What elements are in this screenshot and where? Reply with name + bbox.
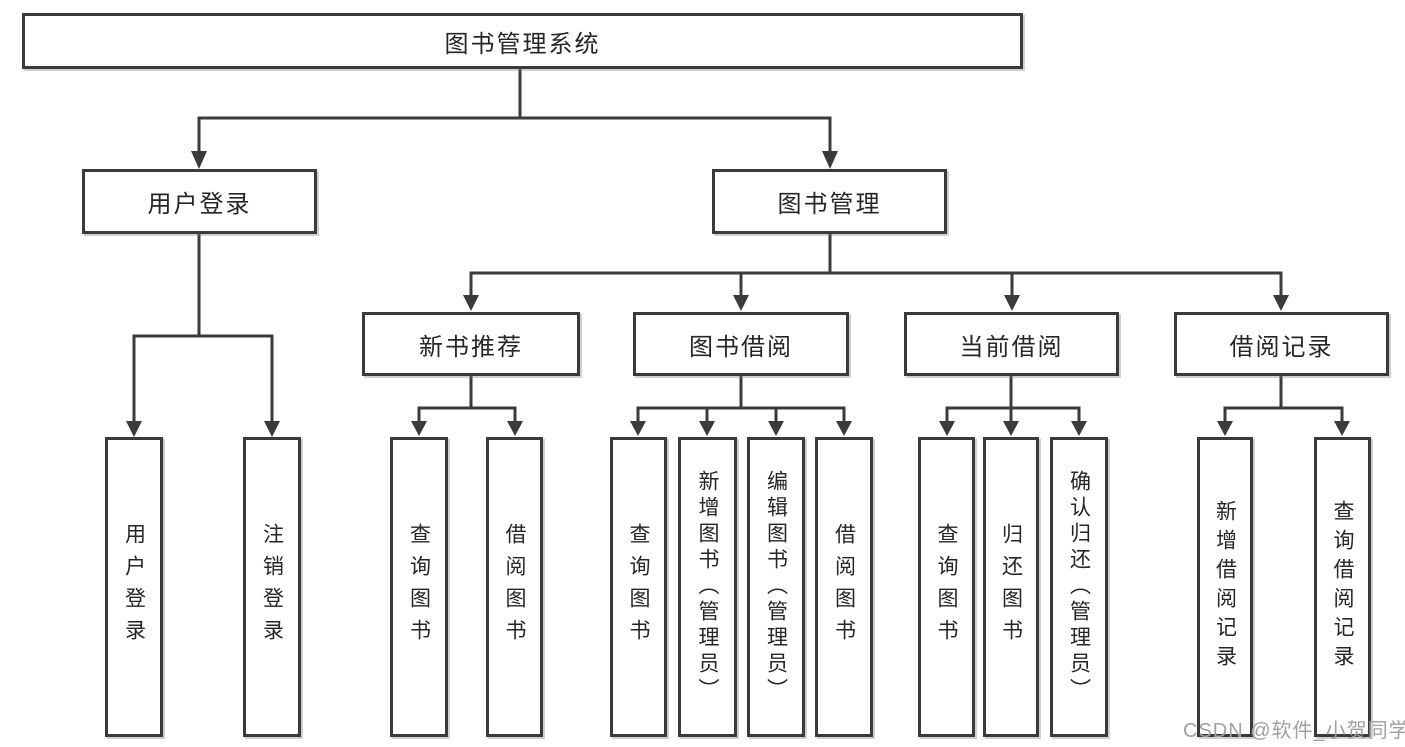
leaf-borrow-books-recommend-label: 借阅图书: [503, 523, 526, 651]
leaf-borrow-books-recommend: 借阅图书: [486, 437, 543, 737]
watermark-text: CSDN @软件_小贺同学: [1183, 720, 1405, 742]
leaf-edit-books-admin: 编辑图书（管理员）: [747, 437, 805, 737]
leaf-query-books-recommend-label: 查询图书: [407, 523, 431, 651]
node-book-management-label: 图书管理: [777, 191, 882, 218]
node-book-management: 图书管理: [712, 169, 947, 234]
node-user-login-label: 用户登录: [147, 191, 252, 218]
leaf-query-borrow-record-label: 查询借阅记录: [1331, 500, 1354, 674]
node-book-borrow: 图书借阅: [633, 312, 849, 376]
node-new-book-recommend: 新书推荐: [362, 312, 580, 376]
leaf-borrow-books-borrow-label: 借阅图书: [832, 523, 856, 651]
node-current-borrow: 当前借阅: [904, 312, 1119, 376]
branch-book-management: [463, 233, 1289, 311]
leaf-user-login: 用户登录: [105, 437, 163, 737]
leaf-query-books-borrow-label: 查询图书: [627, 523, 650, 651]
leaf-query-books-recommend: 查询图书: [390, 437, 448, 737]
leaf-confirm-return-admin: 确认归还（管理员）: [1050, 437, 1108, 737]
node-borrow-records-label: 借阅记录: [1229, 333, 1334, 361]
branch-new-book-recommend: [411, 375, 523, 436]
node-new-book-recommend-label: 新书推荐: [419, 333, 523, 361]
node-root: 图书管理系统: [22, 13, 1023, 69]
leaf-add-borrow-record: 新增借阅记录: [1197, 437, 1253, 737]
leaf-logout-label: 注销登录: [260, 523, 284, 651]
branch-current-borrow: [939, 375, 1087, 436]
leaf-add-borrow-record-label: 新增借阅记录: [1213, 500, 1237, 674]
leaf-return-books: 归还图书: [983, 437, 1039, 737]
leaf-logout: 注销登录: [243, 437, 301, 737]
leaf-user-login-label: 用户登录: [122, 523, 146, 651]
node-current-borrow-label: 当前借阅: [959, 333, 1064, 361]
leaf-add-books-admin-label: 新增图书（管理员）: [696, 470, 719, 704]
node-book-borrow-label: 图书借阅: [689, 333, 793, 361]
leaf-borrow-books-borrow: 借阅图书: [815, 437, 873, 737]
node-borrow-records: 借阅记录: [1174, 312, 1389, 376]
leaf-query-borrow-record: 查询借阅记录: [1314, 437, 1371, 737]
leaf-edit-books-admin-label: 编辑图书（管理员）: [764, 470, 788, 704]
leaf-confirm-return-admin-label: 确认归还（管理员）: [1067, 470, 1091, 704]
branch-user-login: [126, 233, 280, 437]
leaf-query-books-borrow: 查询图书: [610, 437, 667, 737]
leaf-query-books-current: 查询图书: [918, 437, 975, 737]
node-user-login: 用户登录: [82, 169, 317, 234]
branch-borrow-records: [1217, 375, 1350, 436]
leaf-add-books-admin: 新增图书（管理员）: [678, 437, 737, 737]
branch-book-borrow: [630, 375, 852, 436]
node-root-label: 图书管理系统: [444, 30, 601, 58]
leaf-query-books-current-label: 查询图书: [935, 523, 958, 651]
branch-root: [191, 69, 838, 169]
leaf-return-books-label: 归还图书: [999, 523, 1023, 651]
